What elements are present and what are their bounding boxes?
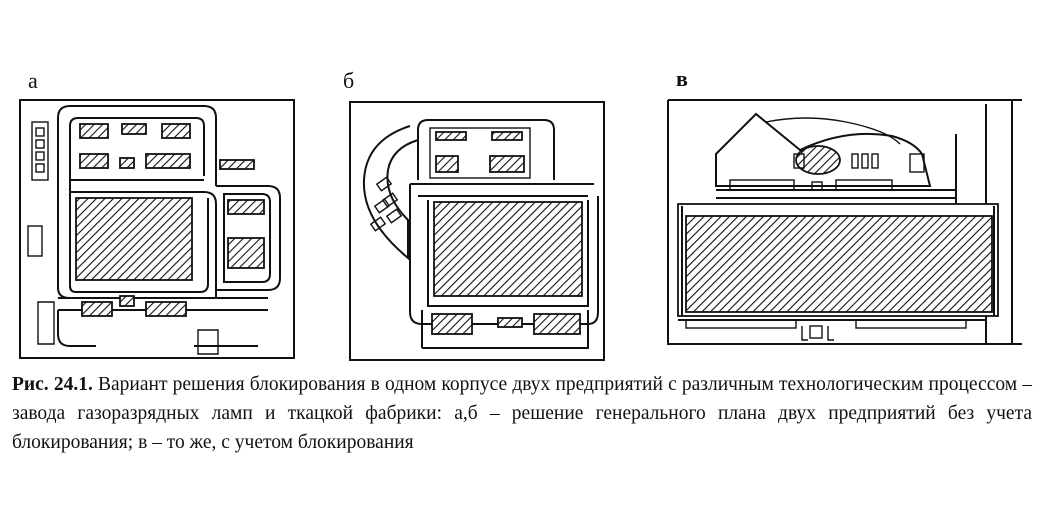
- panel-label-b: б: [343, 68, 355, 93]
- panel-label-a: а: [28, 68, 38, 93]
- caption-text: Вариант решения блокирования в одном кор…: [12, 374, 1032, 453]
- panel-label-v: в: [676, 66, 688, 91]
- site-plan-a: [19, 99, 295, 359]
- site-plan-b: [349, 101, 605, 361]
- figure-caption: Рис. 24.1. Вариант решения блокирования …: [12, 370, 1032, 457]
- site-plan-v: [667, 99, 1022, 345]
- figure-number: Рис. 24.1.: [12, 374, 93, 395]
